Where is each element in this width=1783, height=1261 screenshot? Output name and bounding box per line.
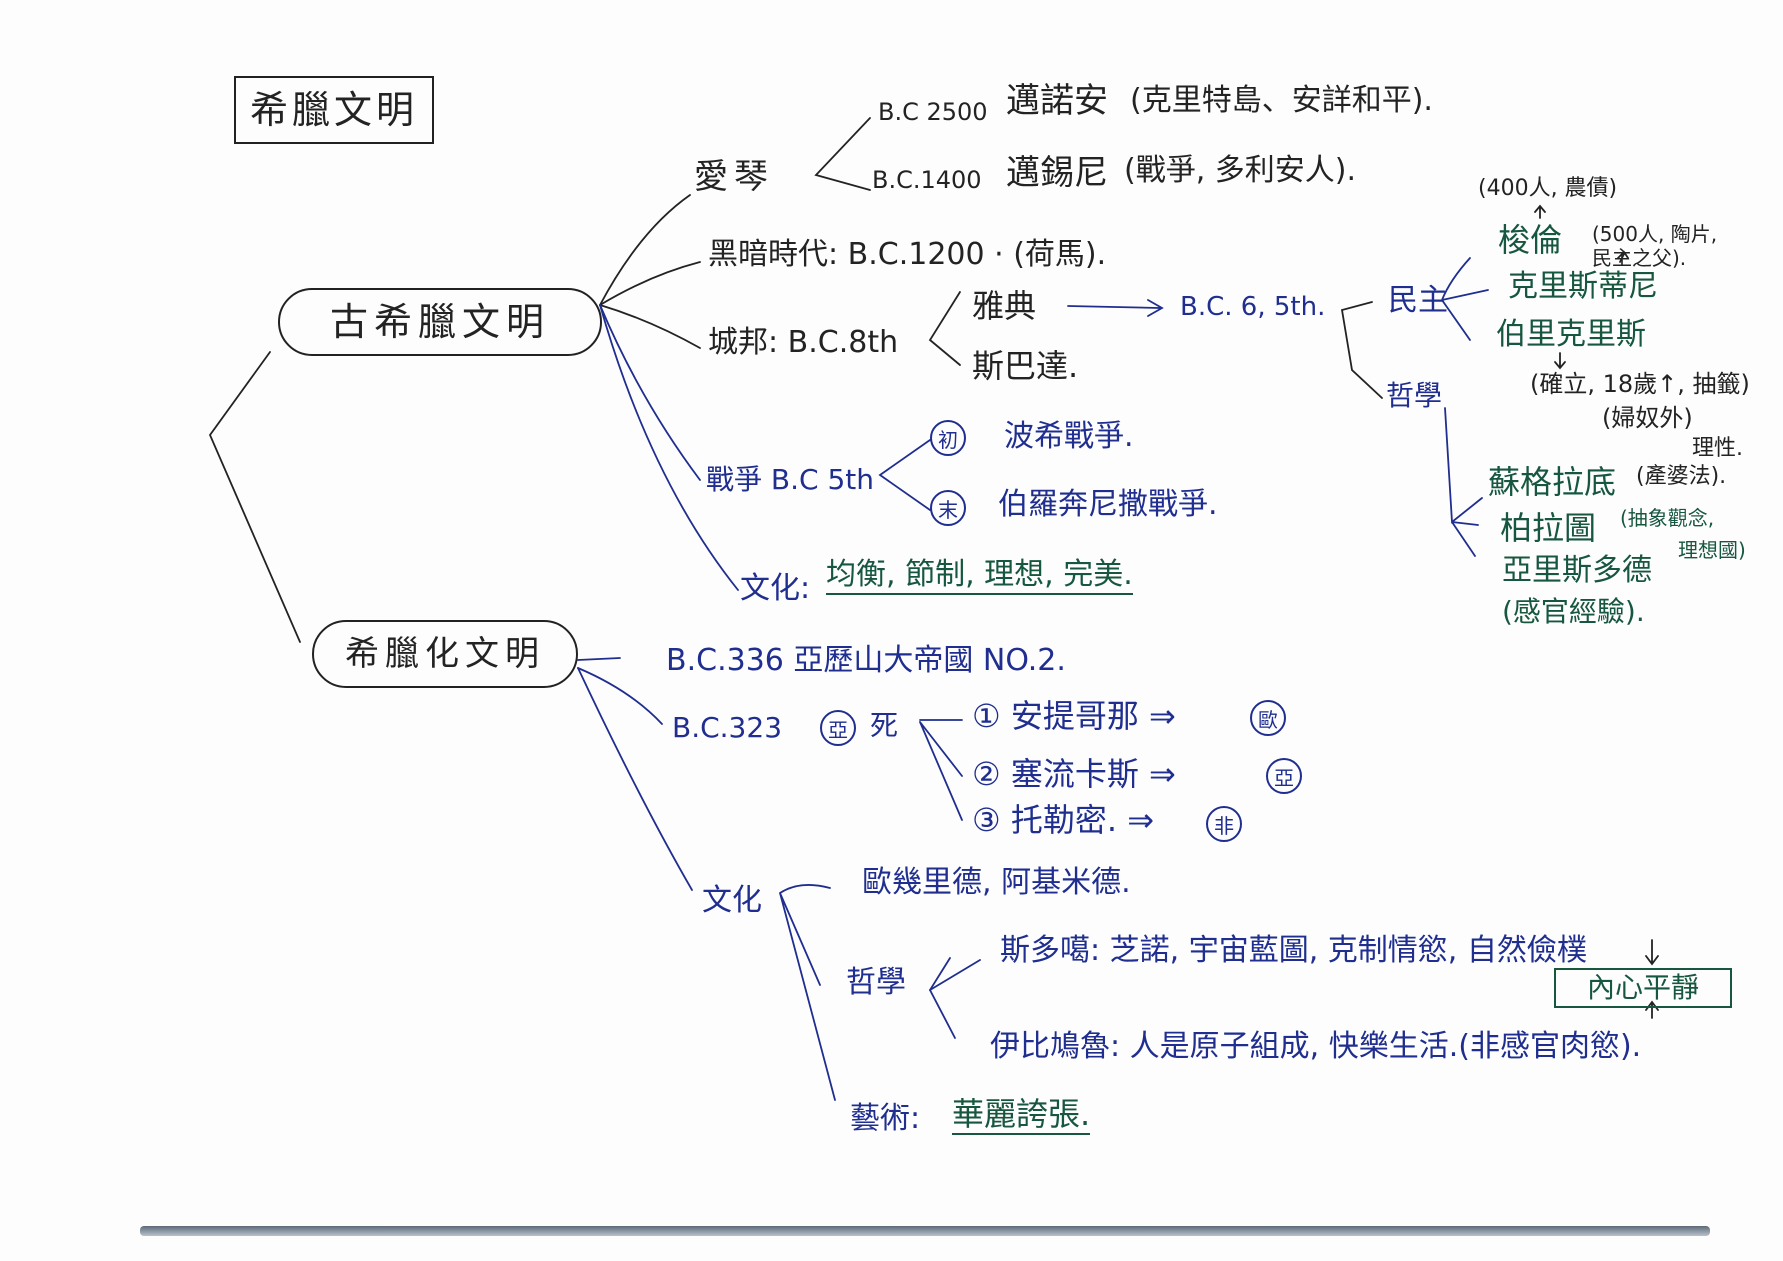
- branch-alexander: [577, 657, 621, 661]
- fork-h-philosophy: [928, 957, 956, 1039]
- dark-age: 黑暗時代: B.C.1200 · (荷馬).: [708, 237, 1107, 272]
- ptolemaic-mark: 非: [1206, 806, 1242, 842]
- socrates: 蘇格拉底: [1488, 463, 1617, 501]
- alexander: B.C.336 亞歷山大帝國 NO.2.: [666, 643, 1066, 678]
- city-state: 城邦: B.C.8th: [708, 325, 899, 360]
- antigonid-mark: 歐: [1250, 700, 1286, 736]
- mycenaean-note: (戰爭, 多利安人).: [1124, 153, 1357, 188]
- plato: 柏拉圖: [1500, 509, 1597, 547]
- mycenaean-name: 邁錫尼: [1006, 153, 1108, 193]
- solon: 梭倫: [1498, 221, 1563, 259]
- node-hellenistic-label: 希臘化文明: [345, 634, 545, 674]
- war-late: 伯羅奔尼撒戰爭.: [998, 487, 1218, 522]
- art: 藝術:: [850, 1101, 921, 1136]
- pericles-note: (確立, 18歲↑, 抽籤): [1530, 370, 1750, 398]
- branch-war: [599, 304, 701, 481]
- socrates-note2: 理性.: [1692, 436, 1743, 461]
- aristotle-note: (感官經驗).: [1502, 595, 1645, 628]
- node-ancient-greece-label: 古希臘文明: [329, 300, 550, 344]
- solon-note: (400人, 農債): [1478, 176, 1618, 201]
- mycenaean-date: B.C.1400: [872, 166, 982, 194]
- h-culture: 文化: [702, 883, 762, 918]
- branch-aegean: [599, 194, 691, 306]
- stoic: 斯多噶: 芝諾, 宇宙藍圖, 克制情慾, 自然儉樸: [1000, 933, 1587, 968]
- fork-h-culture: [779, 884, 836, 1101]
- epicurean: 伊比鳩魯: 人是原子組成, 快樂生活.(非感官肉慾).: [990, 1029, 1642, 1064]
- war-early: 波希戰爭.: [1004, 419, 1134, 454]
- pericles-note2: (婦奴外): [1602, 404, 1693, 432]
- branch-city-state: [599, 304, 701, 349]
- war: 戰爭 B.C 5th: [706, 463, 875, 496]
- solon-note2: (500人, 陶片, 民主之父).: [1592, 222, 1718, 270]
- page-bottom-edge: [140, 1226, 1710, 1236]
- pericles-down-arrow: [1554, 352, 1566, 370]
- fork-city-state: [928, 291, 961, 366]
- plato-note2: 理想國): [1678, 538, 1746, 562]
- split-athens: [1340, 301, 1383, 399]
- branch-division: [577, 667, 663, 725]
- stoic-goal-box: 內心平靜: [1554, 968, 1732, 1008]
- arrow-athens: [1067, 299, 1164, 317]
- antigonid: ① 安提哥那 ⇒: [972, 697, 1176, 735]
- division-date: B.C.323: [672, 711, 783, 744]
- scientists: 歐幾里德, 阿基米德.: [862, 865, 1131, 900]
- socrates-note: (產婆法).: [1636, 464, 1727, 489]
- page-title-box: 希臘文明: [234, 76, 434, 144]
- branch-dark-age: [599, 261, 701, 306]
- aegean-label: 愛琴: [694, 157, 774, 197]
- node-ancient-greece: 古希臘文明: [278, 288, 602, 356]
- fork-h-philosophy-top: [929, 959, 981, 991]
- fork-division: [919, 719, 963, 821]
- stoic-goal-arrow-down: [1645, 939, 1659, 966]
- division-mark: 亞: [820, 710, 856, 746]
- fork-war: [878, 439, 931, 511]
- pericles: 伯里克里斯: [1496, 317, 1646, 352]
- athens-date: B.C. 6, 5th.: [1180, 292, 1326, 322]
- branch-h-culture: [577, 667, 693, 891]
- aristotle: 亞里斯多德: [1502, 553, 1652, 588]
- philosophy: 哲學: [1386, 379, 1443, 412]
- plato-note: (抽象觀念,: [1620, 506, 1715, 530]
- h-philosophy: 哲學: [846, 965, 906, 1000]
- culture-items: 均衡, 節制, 理想, 完美.: [826, 560, 1133, 595]
- minoan-note: (克里特島、安詳和平).: [1130, 83, 1433, 118]
- cleisthenes: 克里斯蒂尼: [1508, 269, 1658, 304]
- root-fork: [208, 351, 301, 643]
- fork-democracy: [1440, 257, 1489, 341]
- war-late-mark: 末: [930, 490, 966, 526]
- node-hellenistic: 希臘化文明: [312, 620, 578, 688]
- athens: 雅典: [972, 287, 1037, 325]
- minoan-name: 邁諾安: [1006, 81, 1108, 121]
- division-word: 死: [870, 709, 899, 742]
- page-title: 希臘文明: [249, 88, 418, 132]
- stoic-goal: 內心平靜: [1586, 971, 1699, 1004]
- seleucid: ② 塞流卡斯 ⇒: [972, 755, 1176, 793]
- art-items: 華麗誇張.: [952, 1095, 1091, 1135]
- democracy: 民主: [1388, 283, 1448, 318]
- fork-aegean: [814, 117, 871, 191]
- war-early-mark: 初: [930, 420, 966, 456]
- minoan-date: B.C 2500: [878, 98, 988, 126]
- fork-philosophy: [1444, 407, 1483, 557]
- seleucid-mark: 亞: [1266, 758, 1302, 794]
- sparta: 斯巴達.: [972, 347, 1079, 385]
- ptolemaic: ③ 托勒密. ⇒: [972, 801, 1155, 839]
- solon-up-arrow: [1534, 204, 1546, 219]
- culture: 文化:: [740, 571, 811, 606]
